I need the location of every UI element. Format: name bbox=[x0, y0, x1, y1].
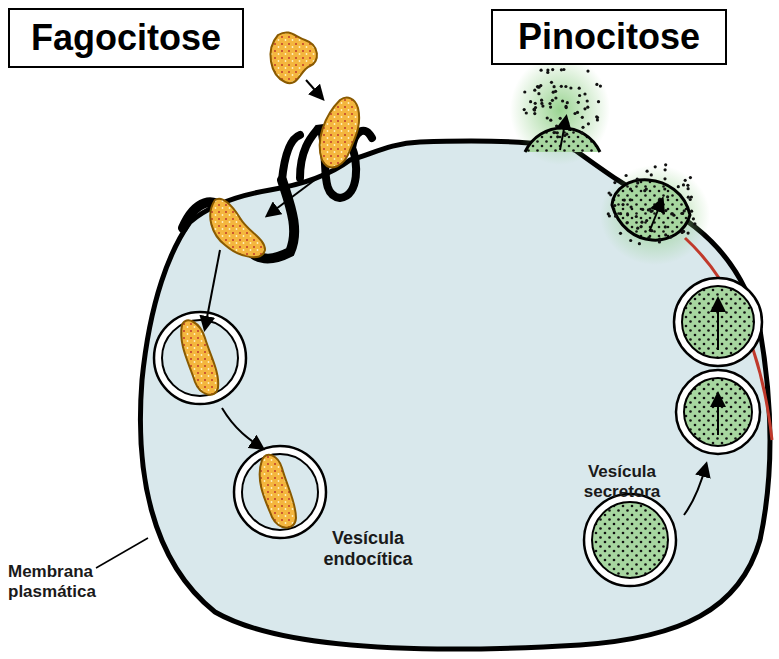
title-text: Fagocitose bbox=[21, 17, 231, 59]
membrane-label: Membrana plasmática bbox=[8, 562, 118, 601]
pinocytosis-title-box: Pinocitose bbox=[491, 9, 727, 65]
vesicle-label: Vesícula endocítica bbox=[313, 528, 423, 569]
vesicle-label: Vesícula secretora bbox=[567, 462, 677, 501]
title-text: Pinocitose bbox=[508, 16, 710, 58]
phagocytosis-title-box: Fagocitose bbox=[8, 8, 244, 68]
